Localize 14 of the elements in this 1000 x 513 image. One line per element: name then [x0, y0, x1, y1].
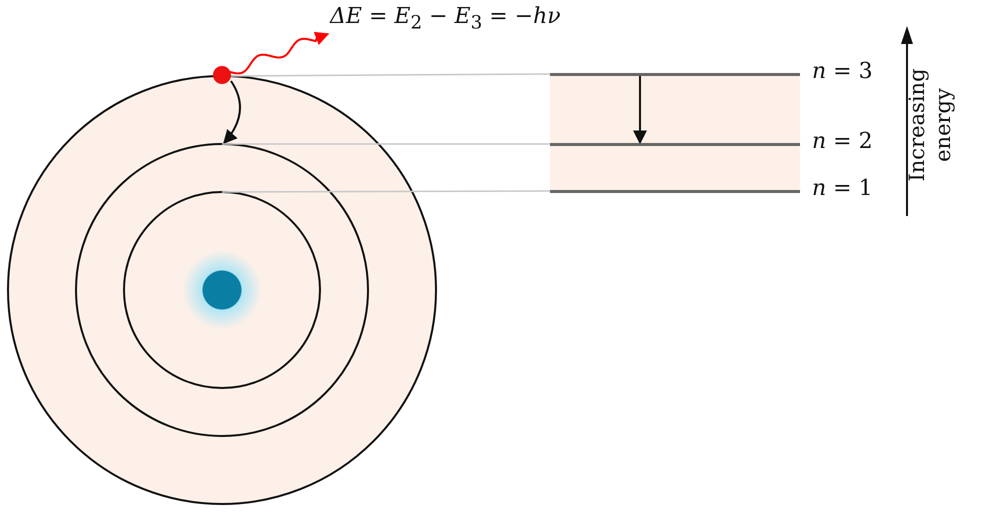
connector-line [222, 143, 550, 145]
arrow [223, 80, 241, 144]
energy-equation: ΔE = E$_{2}$ − E$_{3}$ = −hν [330, 4, 561, 34]
inner-orbit [123, 191, 321, 389]
axis-label: Increasing energy [904, 67, 956, 184]
level-label: n = 3 [812, 59, 873, 84]
connector-line [222, 190, 550, 193]
connector-line [231, 73, 550, 77]
middle-orbit [75, 143, 369, 437]
level-label: n = 1 [812, 176, 873, 201]
electron [213, 66, 231, 84]
photon-wave-arrow [230, 32, 330, 74]
arrow [633, 76, 647, 144]
level-label: n = 2 [812, 129, 873, 154]
